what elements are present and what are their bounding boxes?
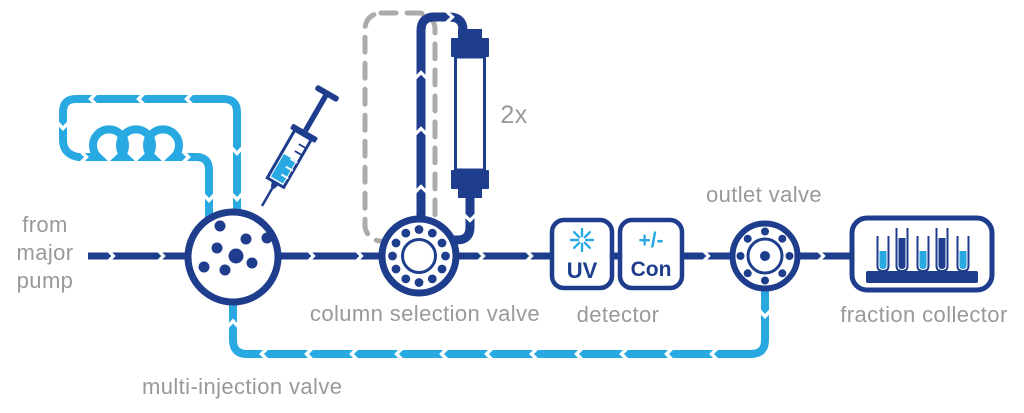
source-label-line3: pump	[17, 268, 74, 293]
column-multiplier-label: 2x	[500, 101, 527, 129]
source-label-line2: major	[16, 240, 73, 265]
polarity-label: +/-	[638, 229, 663, 252]
detector-label: detector	[577, 302, 660, 327]
conductivity-box: +/- Con	[617, 217, 685, 291]
test-tube-icon	[895, 228, 909, 273]
tube-rack-bar	[866, 271, 978, 283]
source-label-line1: from	[22, 212, 68, 237]
flow-arrow-chevron-icon	[226, 309, 772, 362]
syringe-icon	[260, 85, 339, 207]
test-tube-icon	[956, 236, 970, 273]
uv-label: UV	[567, 258, 598, 283]
column-icon	[451, 29, 489, 198]
sample-loop-coil-icon	[59, 95, 241, 230]
conductivity-label: Con	[631, 258, 672, 281]
uv-sparkle-icon	[569, 227, 595, 253]
outlet-valve-label: outlet valve	[706, 182, 822, 207]
flow-arrow-chevron-icon	[106, 249, 826, 263]
column-selection-valve-icon	[378, 215, 460, 297]
return-line	[229, 282, 769, 358]
test-tube-icon	[916, 236, 930, 273]
flow-arrow-chevron-icon	[56, 91, 244, 204]
outlet-valve-icon	[729, 220, 801, 292]
test-tube-icon	[935, 228, 949, 273]
multi-injection-valve-icon	[184, 208, 282, 306]
fraction-collector-icon	[849, 215, 995, 293]
multi-injection-valve-label: multi-injection valve	[142, 374, 342, 399]
fraction-collector-label: fraction collector	[840, 302, 1007, 327]
column-selection-valve-label: column selection valve	[310, 301, 540, 326]
test-tube-icon	[876, 236, 890, 273]
uv-detector-box: UV	[549, 217, 615, 291]
column-pipes	[413, 10, 478, 245]
